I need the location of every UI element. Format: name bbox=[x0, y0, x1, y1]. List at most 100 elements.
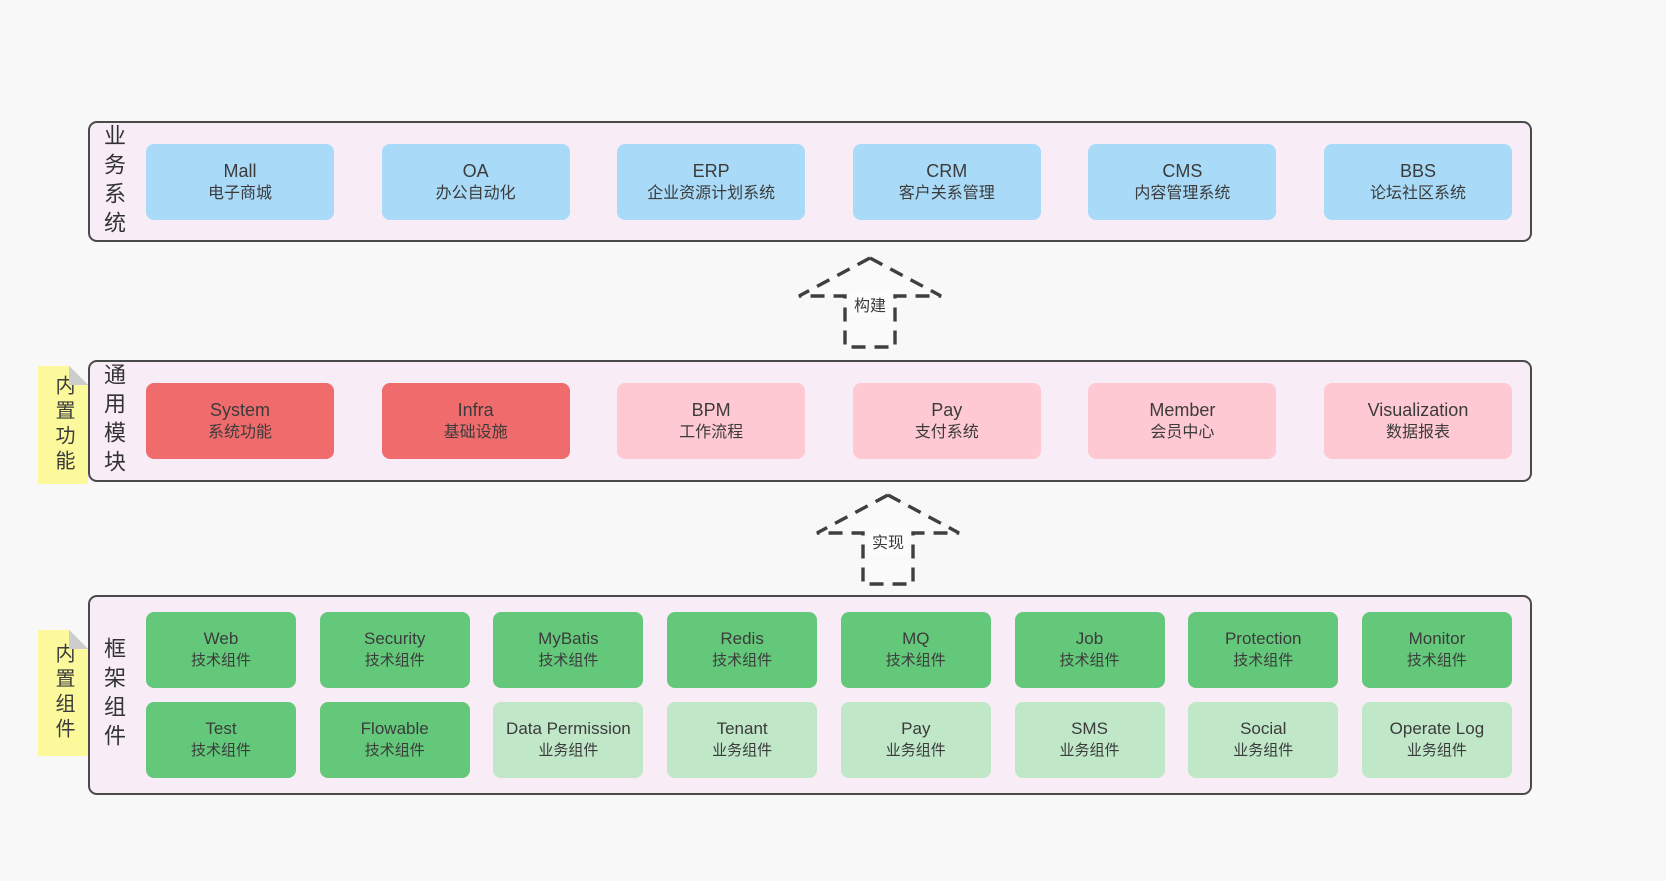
test-box: Test 技术组件 bbox=[146, 702, 296, 778]
box-title: Mall bbox=[223, 160, 257, 181]
box-subtitle: 基础设施 bbox=[443, 424, 508, 442]
box-title: Infra bbox=[457, 400, 494, 421]
box-title: Test bbox=[205, 719, 237, 739]
box-subtitle: 技术组件 bbox=[190, 652, 251, 670]
box-subtitle: 技术组件 bbox=[712, 652, 773, 670]
oa-box: OA 办公自动化 bbox=[381, 143, 570, 220]
box-title: SMS bbox=[1071, 719, 1108, 739]
layer-label-wrap: 业务系统 bbox=[90, 124, 136, 240]
box-title: Social bbox=[1240, 719, 1287, 739]
sticky-note-builtin-components: 内置组件 bbox=[38, 630, 88, 756]
box-subtitle: 技术组件 bbox=[364, 652, 425, 670]
box-subtitle: 内容管理系统 bbox=[1134, 184, 1231, 202]
box-subtitle: 电子商城 bbox=[207, 184, 272, 202]
box-title: Job bbox=[1075, 629, 1104, 649]
mq-box: MQ 技术组件 bbox=[840, 612, 991, 688]
box-subtitle: 技术组件 bbox=[885, 652, 946, 670]
mybatis-box: MyBatis 技术组件 bbox=[493, 612, 644, 688]
box-subtitle: 系统功能 bbox=[207, 424, 272, 442]
box-title: ERP bbox=[692, 160, 730, 181]
security-box: Security 技术组件 bbox=[319, 612, 470, 688]
layer-label-wrap: 框架组件 bbox=[90, 637, 136, 753]
infra-box: Infra 基础设施 bbox=[381, 383, 570, 459]
implement-arrow: 实现 bbox=[813, 492, 963, 587]
redis-box: Redis 技术组件 bbox=[667, 612, 818, 688]
arrow-label: 构建 bbox=[848, 291, 892, 317]
box-title: OA bbox=[462, 160, 489, 181]
box-title: Flowable bbox=[360, 719, 429, 739]
box-title: Member bbox=[1149, 400, 1216, 421]
box-title: CMS bbox=[1162, 160, 1203, 181]
member-box: Member 会员中心 bbox=[1088, 383, 1277, 459]
box-subtitle: 业务组件 bbox=[1059, 742, 1120, 760]
layer-label: 通用模块 bbox=[101, 363, 126, 479]
box-subtitle: 论坛社区系统 bbox=[1369, 184, 1466, 202]
box-title: Pay bbox=[901, 719, 931, 739]
box-title: CRM bbox=[926, 160, 968, 181]
layer-label-wrap: 通用模块 bbox=[90, 363, 136, 479]
note-fold-corner bbox=[69, 366, 88, 385]
box-subtitle: 办公自动化 bbox=[435, 184, 516, 202]
box-title: Visualization bbox=[1367, 400, 1469, 421]
sms-box: SMS 业务组件 bbox=[1014, 702, 1165, 778]
tenant-box: Tenant 业务组件 bbox=[667, 702, 818, 778]
data-permission-box: Data Permission 业务组件 bbox=[493, 702, 644, 778]
box-subtitle: 业务组件 bbox=[1406, 742, 1467, 760]
crm-box: CRM 客户关系管理 bbox=[852, 143, 1041, 220]
box-subtitle: 业务组件 bbox=[1233, 742, 1294, 760]
layer-business-systems: 业务系统 Mall 电子商城 OA 办公自动化 ERP 企业资源计划系统 CRM 客户关系管理… bbox=[88, 121, 1532, 242]
box-title: Protection bbox=[1224, 629, 1302, 649]
visualization-box: Visualization 数据报表 bbox=[1323, 383, 1512, 459]
sticky-note-builtin-features: 内置功能 bbox=[38, 366, 88, 484]
box-title: Data Permission bbox=[506, 719, 631, 739]
social-box: Social 业务组件 bbox=[1188, 702, 1339, 778]
erp-box: ERP 企业资源计划系统 bbox=[617, 143, 806, 220]
system-box: System 系统功能 bbox=[146, 383, 334, 459]
layer-label: 框架组件 bbox=[101, 637, 126, 753]
box-subtitle: 技术组件 bbox=[1059, 652, 1120, 670]
box-title: MyBatis bbox=[538, 629, 599, 649]
box-title: Pay bbox=[931, 400, 963, 421]
box-title: Tenant bbox=[716, 719, 768, 739]
flowable-box: Flowable 技术组件 bbox=[319, 702, 470, 778]
arrow-label: 实现 bbox=[866, 528, 910, 554]
box-row: Mall 电子商城 OA 办公自动化 ERP 企业资源计划系统 CRM 客户关系管理 CMS 内容… bbox=[146, 143, 1512, 220]
box-subtitle: 会员中心 bbox=[1150, 424, 1215, 442]
note-fold-corner bbox=[69, 630, 88, 649]
build-arrow: 构建 bbox=[795, 255, 945, 350]
operate-log-box: Operate Log 业务组件 bbox=[1361, 702, 1512, 778]
box-subtitle: 数据报表 bbox=[1385, 424, 1450, 442]
note-text: 内置组件 bbox=[52, 643, 74, 743]
pay-box: Pay 业务组件 bbox=[840, 702, 991, 778]
monitor-box: Monitor 技术组件 bbox=[1361, 612, 1512, 688]
box-title: BBS bbox=[1399, 160, 1436, 181]
mall-box: Mall 电子商城 bbox=[146, 143, 334, 220]
box-subtitle: 技术组件 bbox=[1406, 652, 1467, 670]
box-title: Redis bbox=[720, 629, 764, 649]
job-box: Job 技术组件 bbox=[1014, 612, 1165, 688]
box-subtitle: 业务组件 bbox=[885, 742, 946, 760]
box-title: MQ bbox=[902, 629, 930, 649]
box-title: Monitor bbox=[1408, 629, 1466, 649]
box-title: Security bbox=[363, 629, 426, 649]
box-subtitle: 企业资源计划系统 bbox=[647, 184, 776, 202]
bbs-box: BBS 论坛社区系统 bbox=[1323, 143, 1512, 220]
box-subtitle: 客户关系管理 bbox=[898, 184, 995, 202]
box-subtitle: 业务组件 bbox=[538, 742, 599, 760]
box-title: Web bbox=[203, 629, 239, 649]
box-title: BPM bbox=[691, 400, 731, 421]
note-text: 内置功能 bbox=[52, 375, 74, 475]
box-subtitle: 技术组件 bbox=[538, 652, 599, 670]
box-subtitle: 业务组件 bbox=[712, 742, 773, 760]
box-subtitle: 技术组件 bbox=[364, 742, 425, 760]
box-title: Operate Log bbox=[1389, 719, 1485, 739]
box-subtitle: 技术组件 bbox=[190, 742, 251, 760]
box-title: System bbox=[209, 400, 270, 421]
